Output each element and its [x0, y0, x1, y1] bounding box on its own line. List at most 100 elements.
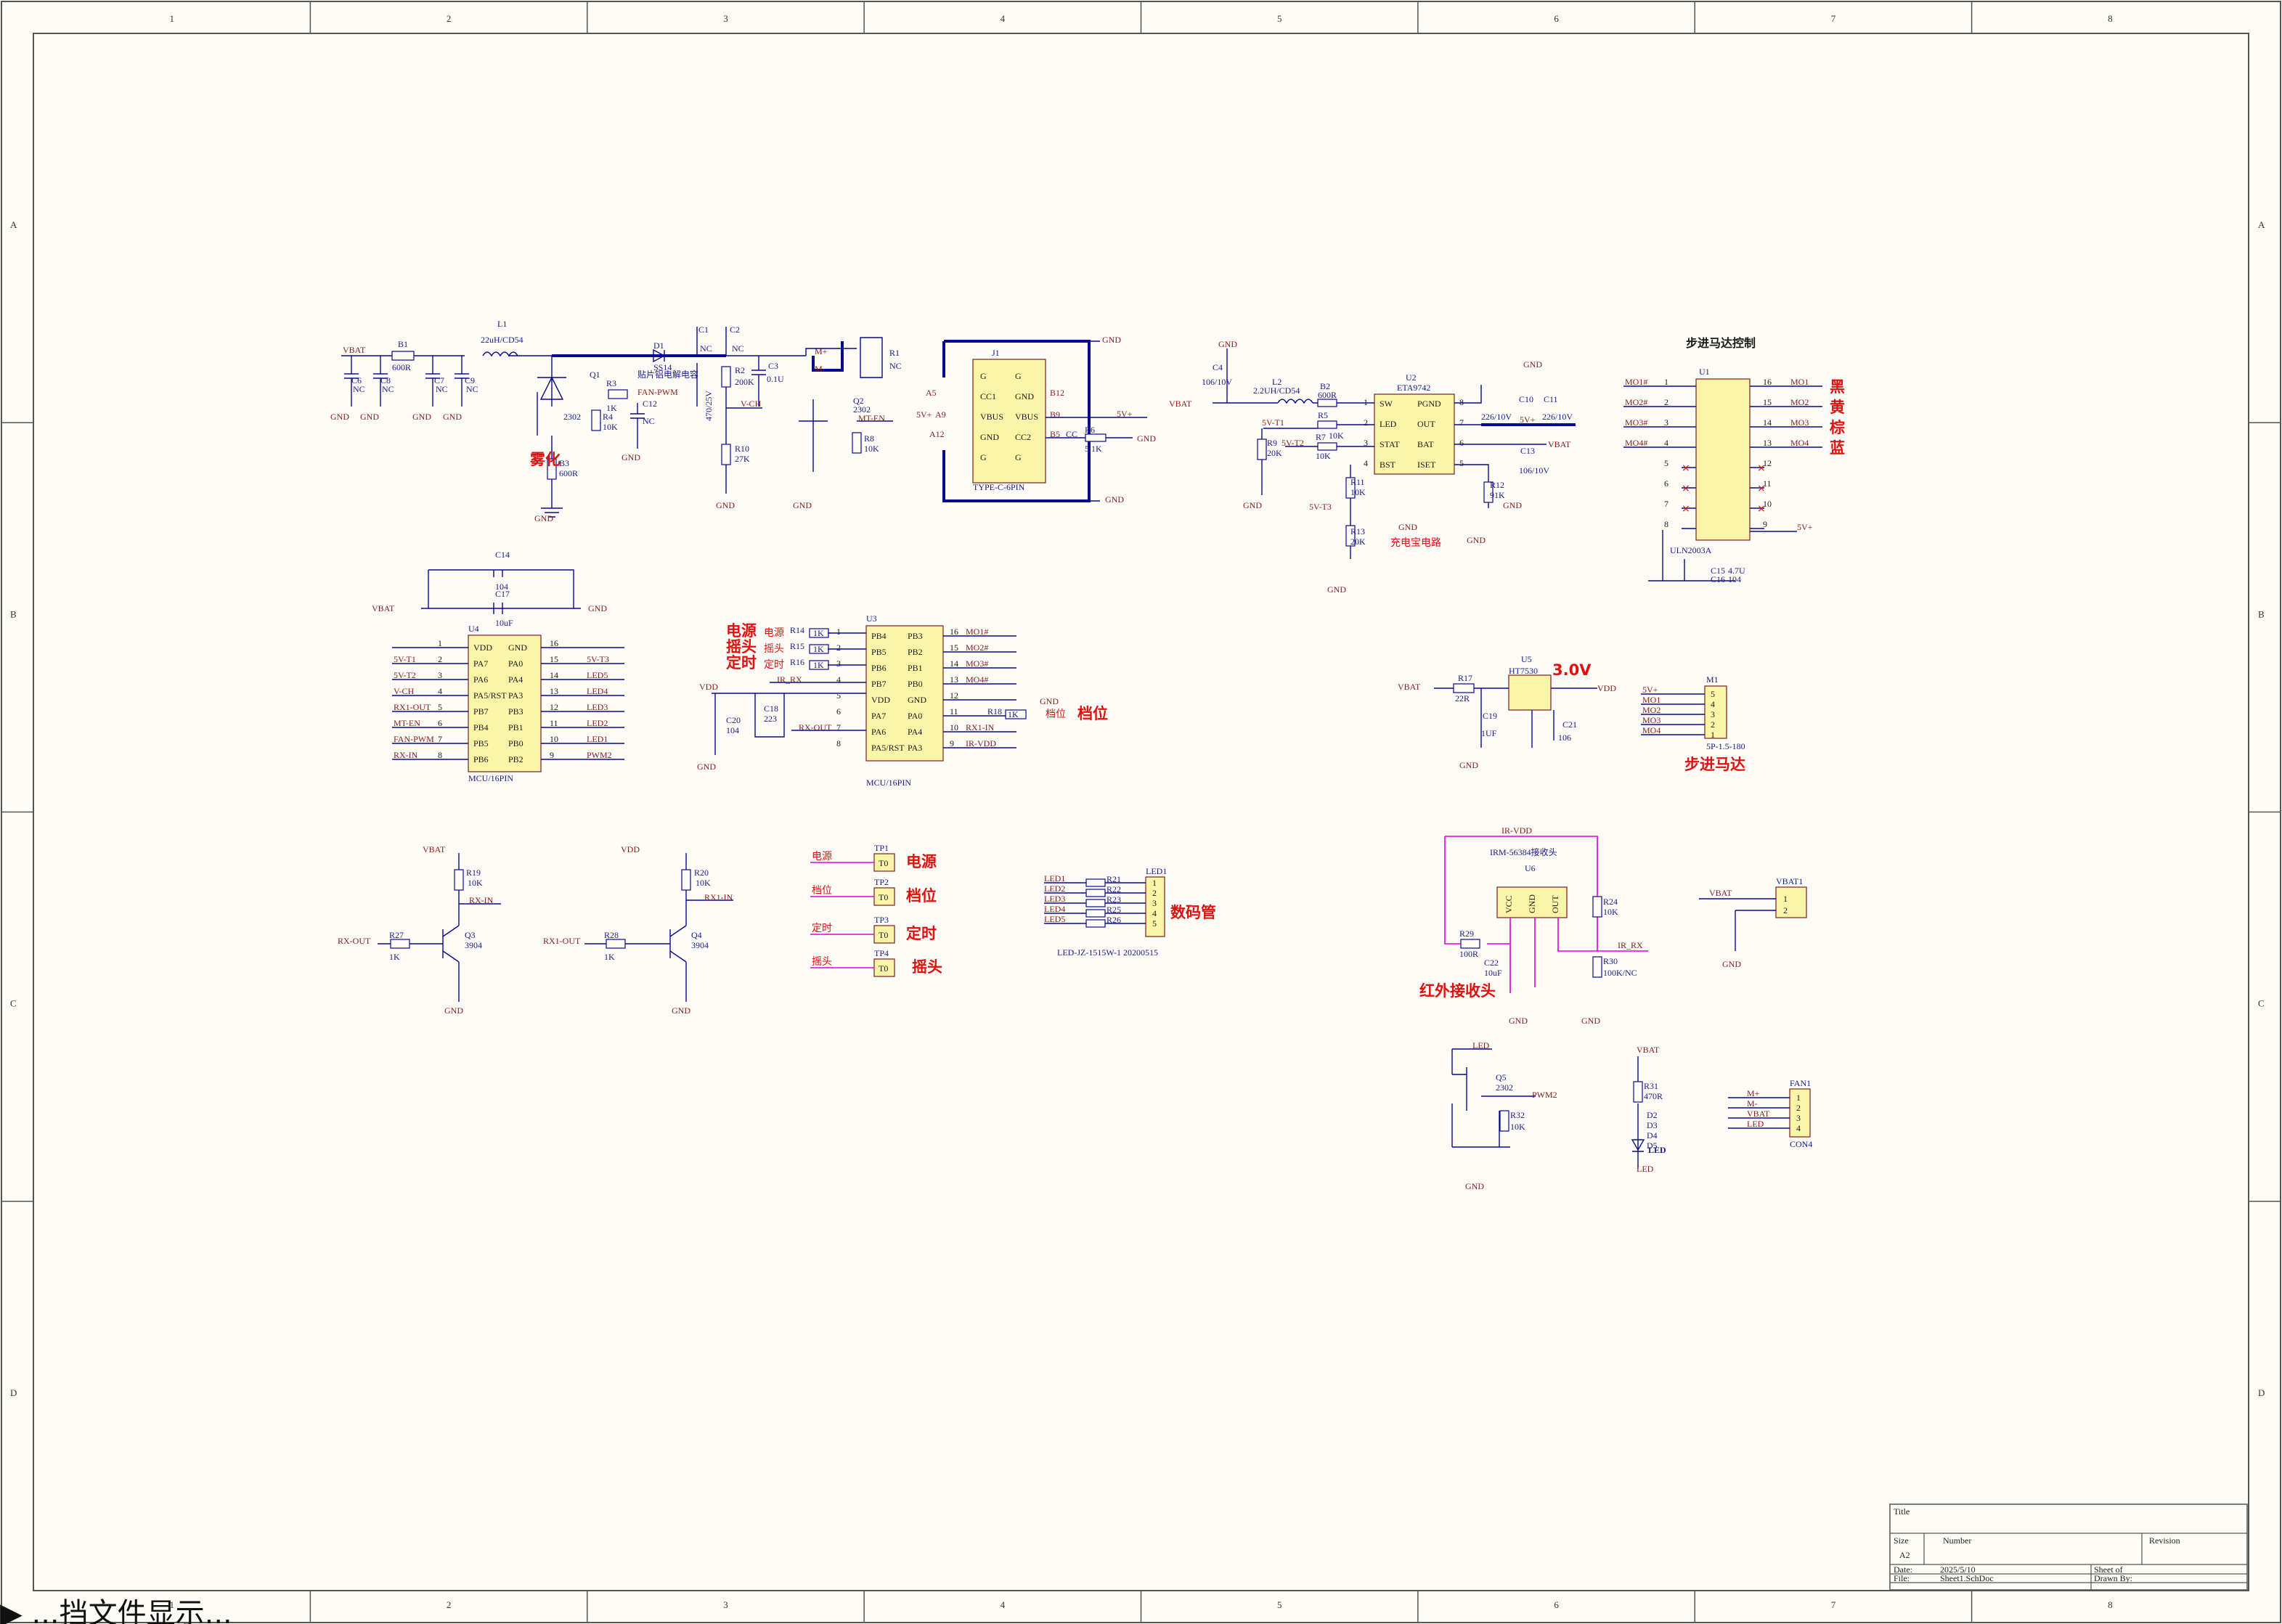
zone-row-label-right: C	[2258, 998, 2265, 1009]
res-r19	[454, 869, 464, 891]
c10-value: 226/10V	[1481, 412, 1512, 422]
charger-pin-left: SW	[1380, 399, 1393, 409]
test-points: TP1T0电源电源TP2T0档位档位TP3T0定时定时TP4T0摇头摇头	[810, 843, 942, 977]
transistor-q4: VDD R20 10K RX1-IN RX1-OUT R28 1K Q4 390…	[543, 844, 733, 1016]
net-rxin: RX-IN	[469, 895, 494, 905]
u3-pin-num: 16	[950, 627, 958, 637]
driver-pin-num: 11	[1763, 478, 1772, 489]
r4-ref: R4	[603, 412, 613, 422]
r16-value: 1K	[813, 660, 824, 670]
res-r17	[1453, 683, 1475, 693]
r19-ref: R19	[466, 868, 481, 878]
u6-pin-out: OUT	[1550, 895, 1560, 913]
u3-part: MCU/16PIN	[866, 778, 911, 788]
ann-gear: 档位	[1077, 705, 1108, 722]
net-5vt1: 5V-T1	[1262, 417, 1284, 428]
l1-ref: L1	[497, 319, 507, 329]
ann-swing-key: 摇头	[726, 638, 757, 656]
m1-part: 5P-1.5-180	[1706, 741, 1745, 751]
gnd-q1: GND	[622, 452, 640, 462]
charger-pin-left: BST	[1380, 460, 1396, 470]
title-block: Title Size A2 Number Revision Date: 2025…	[1889, 1503, 2248, 1591]
u4-left-net: 5V-T2	[394, 670, 416, 680]
driver-pin-num: 9	[1763, 519, 1767, 529]
led-resistor	[1085, 919, 1106, 928]
ir-receiver: IR-VDD IRM-56384接收头 U6 VCC GND OUT R29 1…	[1419, 825, 1648, 1026]
b1-value: 600R	[392, 362, 411, 372]
testpoint-net: 定时	[812, 923, 832, 934]
net-irrx-u3: IR_RX	[777, 674, 802, 685]
res-r27	[390, 939, 410, 949]
q2-ref: Q2	[853, 396, 864, 406]
driver-in-net: MO2#	[1625, 397, 1647, 407]
u1-ref: U1	[1699, 367, 1710, 377]
charger-pin-right: PGND	[1417, 399, 1441, 409]
u4-pins: VDD1PA725V-T1PA635V-T2PA5/RST4V-CHPB75RX…	[392, 638, 624, 764]
net-vbat-led: VBAT	[1637, 1045, 1660, 1055]
ferrite-b2	[1317, 399, 1337, 407]
u4-pin-right: PA3	[508, 690, 523, 701]
charger-pin-left: STAT	[1380, 439, 1400, 449]
u4-pin-right: PA4	[508, 674, 523, 685]
zone-col-label-bottom: 5	[1277, 1599, 1282, 1610]
net-5v-driver: 5V+	[1797, 522, 1813, 532]
driver-nc-mark: ×	[1757, 503, 1766, 515]
u3-pin-right: GND	[908, 695, 926, 705]
charger-pin-right: BAT	[1417, 439, 1434, 449]
r11-value: 10K	[1350, 487, 1366, 497]
q1-value: 2302	[563, 412, 581, 422]
usb-pin-left: VBUS	[980, 412, 1003, 422]
stepper-ctrl-title: 步进马达控制	[1686, 336, 1756, 350]
d2-ref: D2	[1647, 1110, 1658, 1120]
res-r30	[1592, 956, 1602, 978]
r11-ref: R11	[1350, 477, 1365, 487]
gnd-ir: GND	[1509, 1016, 1528, 1026]
c16-ref: C16	[1711, 574, 1725, 584]
zone-row-label-right: B	[2258, 608, 2265, 619]
led-bold-label: LED	[1648, 1145, 1666, 1155]
u4-ref: U4	[468, 624, 479, 634]
u3-pin-right: PA4	[908, 727, 922, 737]
driver-out-net: MO3	[1790, 417, 1809, 428]
r17-ref: R17	[1458, 673, 1472, 683]
u3-pin-num: 15	[950, 642, 958, 653]
res-r29	[1460, 939, 1480, 949]
u3-pin-num: 7	[836, 722, 841, 733]
u4-pin-num: 4	[438, 686, 442, 696]
u1-part: ULN2003A	[1670, 545, 1712, 555]
u4-right-net: LED4	[587, 686, 608, 696]
r31-ref: R31	[1644, 1081, 1658, 1091]
testpoint-annotation: 摇头	[912, 958, 942, 976]
zone-row-label-right: D	[2258, 1387, 2265, 1398]
u4-pin-left: PB6	[473, 754, 489, 764]
u3-pin-right: PB2	[908, 647, 923, 657]
zone-row-label-left: C	[10, 998, 17, 1009]
r9-value: 20K	[1267, 448, 1282, 458]
u4-right-net: PWM2	[587, 750, 612, 760]
u4-pin-right: PB2	[508, 754, 523, 764]
u4-pin-num: 15	[550, 654, 558, 664]
l1-value: 22uH/CD54	[481, 335, 523, 345]
net-led-q5: LED	[1472, 1040, 1490, 1050]
driver-pin-num: 1	[1664, 377, 1668, 387]
m1-pin-num: 5	[1711, 689, 1715, 699]
led-net: LED4	[1044, 904, 1065, 914]
fan-pin-num: 1	[1796, 1093, 1801, 1103]
u3-pin-num: 1	[836, 627, 841, 637]
fan-pin-num: 4	[1796, 1123, 1801, 1133]
res-r12	[1483, 481, 1494, 503]
res-r7	[1317, 442, 1337, 451]
mcu-u3: U3 MCU/16PIN PB41PB52PB63PB74VDD5PA76PA6…	[697, 613, 1108, 788]
net-rx1in: RX1-IN	[704, 892, 733, 902]
usb-a12: A12	[929, 429, 945, 439]
ann-stepper-motor: 步进马达	[1684, 756, 1745, 773]
u3-right-net: MO1#	[966, 627, 988, 637]
tb-date-label: Date:	[1894, 1564, 1912, 1575]
net-mten-q2: MT-EN	[858, 413, 885, 423]
charger-pin-left: LED	[1380, 419, 1397, 429]
driver-pin-num: 3	[1664, 417, 1668, 428]
